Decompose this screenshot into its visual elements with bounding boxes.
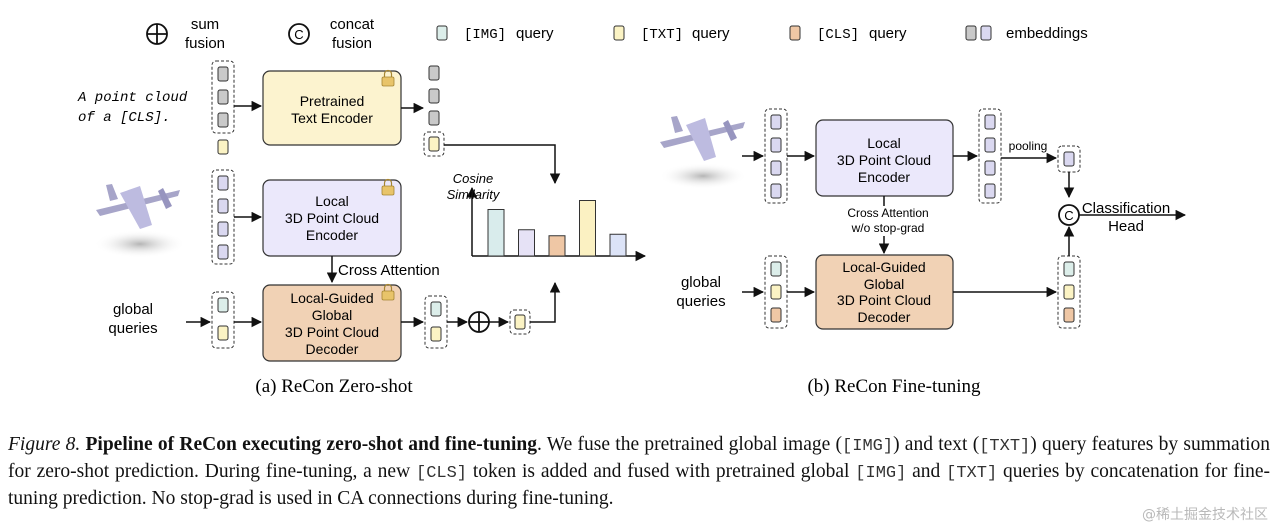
lock-icon	[381, 69, 395, 87]
legend-cls-query: query	[869, 25, 907, 42]
concat-fusion-icon: C	[1058, 204, 1080, 226]
global-queries-b-line2: queries	[676, 293, 725, 310]
sum-fusion-icon	[468, 311, 490, 333]
cross-attention-b-line2: w/o stop-grad	[851, 221, 925, 235]
cosine-bar	[518, 229, 535, 257]
encoder-a-line2: 3D Point Cloud	[285, 210, 379, 226]
embedding-lavender-icon	[980, 25, 992, 41]
pooling-label: pooling	[1009, 139, 1048, 153]
global-queries-a-line2: queries	[108, 320, 157, 337]
legend-cls-tag: [CLS]	[817, 27, 859, 43]
decoder-box-a	[262, 284, 402, 362]
img-token-icon	[436, 25, 448, 41]
global-queries-a-line1: global	[113, 301, 153, 318]
legend-embeddings: embeddings	[1006, 25, 1088, 42]
caption-text-1: . We fuse the pretrained global image (	[537, 434, 843, 455]
encoder-b-line2: 3D Point Cloud	[837, 152, 931, 168]
caption-text-2: ) and text (	[893, 434, 980, 455]
prompt-line2: of a [CLS].	[78, 110, 170, 126]
text-output-tokens	[423, 65, 445, 157]
cross-attention-label-a: Cross Attention	[338, 262, 440, 279]
decoder-b-line4: Decoder	[858, 309, 911, 325]
cosine-label-line2: Similarity	[447, 187, 501, 202]
airplane-point-cloud-image	[94, 184, 186, 258]
pooled-token	[1057, 145, 1081, 173]
cosine-label-line1: Cosine	[453, 171, 493, 186]
classification-head-line2: Head	[1108, 218, 1144, 235]
legend: sum fusion C concat fusion [IMG] query […	[146, 16, 1088, 52]
encoder-a-line3: Encoder	[306, 227, 358, 243]
decoder-a-line1: Local-Guided	[290, 290, 373, 306]
airplane-point-cloud-image	[659, 116, 747, 189]
decoder-output-stack-a	[424, 295, 448, 349]
caption-text-6: queries by concatenation for fine-tuning…	[8, 461, 1270, 509]
caption-text-4: token is added and fused with pretrained…	[467, 461, 856, 482]
cosine-bar	[579, 200, 596, 257]
cosine-bar	[487, 209, 505, 257]
cls-token-icon	[789, 25, 801, 41]
cosine-similarity-chart: Cosine Similarity	[447, 171, 647, 262]
text-token-stack	[211, 60, 235, 155]
classification-head-line1: Classification	[1082, 200, 1170, 217]
caption-text-3: ) query features by summation for zero-s…	[8, 434, 1271, 482]
figure-caption: Figure 8. Pipeline of ReCon executing ze…	[8, 432, 1270, 511]
prompt-line1: A point cloud	[77, 90, 188, 106]
embedding-gray-icon	[965, 25, 977, 41]
cosine-bar	[548, 235, 566, 257]
svg-text:C: C	[294, 27, 303, 42]
decoder-a-line3: 3D Point Cloud	[285, 324, 379, 340]
panel-a: A point cloud of a [CLS]. Pretrained Tex…	[77, 60, 647, 397]
legend-txt-tag: [TXT]	[641, 27, 683, 43]
panel-b-caption: (b) ReCon Fine-tuning	[807, 376, 981, 397]
legend-img-tag: [IMG]	[464, 27, 506, 43]
legend-concat-line2: fusion	[332, 35, 372, 52]
figure-label: Figure 8.	[8, 434, 81, 455]
decoder-b-line1: Local-Guided	[842, 259, 925, 275]
fused-token-a	[509, 309, 531, 335]
global-queries-b-line1: global	[681, 274, 721, 291]
legend-img-query: query	[516, 25, 554, 42]
svg-text:C: C	[1064, 208, 1073, 223]
caption-txt-tag: [TXT]	[979, 437, 1031, 456]
panel-a-caption: (a) ReCon Zero-shot	[255, 376, 413, 397]
encoder-a-line1: Local	[315, 193, 348, 209]
text-encoder-line1: Pretrained	[300, 93, 365, 109]
caption-cls-tag: [CLS]	[416, 464, 468, 483]
decoder-b-line3: 3D Point Cloud	[837, 292, 931, 308]
caption-text-5: and	[906, 461, 947, 482]
cosine-bar	[609, 233, 627, 257]
decoder-a-line2: Global	[312, 307, 352, 323]
decoder-b-line2: Global	[864, 276, 904, 292]
decoder-output-stack-b	[1057, 255, 1081, 329]
lock-icon	[381, 178, 395, 196]
point-token-stack	[211, 169, 235, 265]
recon-pipeline-figure: sum fusion C concat fusion [IMG] query […	[77, 16, 1187, 397]
cosine-bars	[487, 200, 627, 257]
legend-concat-line1: concat	[330, 16, 375, 33]
sum-fusion-icon	[146, 23, 168, 45]
txt-token-icon	[613, 25, 625, 41]
caption-img-tag-2: [IMG]	[855, 464, 907, 483]
encoder-b-line1: Local	[867, 135, 900, 151]
legend-sum-line1: sum	[191, 16, 219, 33]
caption-title: Pipeline of ReCon executing zero-shot an…	[85, 434, 538, 455]
caption-img-tag: [IMG]	[842, 437, 894, 456]
text-encoder-line2: Text Encoder	[291, 110, 373, 126]
encoder-output-stack-b	[978, 108, 1002, 204]
global-query-stack-a	[211, 291, 235, 349]
lock-icon	[381, 283, 395, 301]
panel-b: Local 3D Point Cloud Encoder pooling C C…	[659, 108, 1187, 397]
watermark: @稀土掘金技术社区	[1142, 507, 1268, 523]
legend-txt-query: query	[692, 25, 730, 42]
cross-attention-b-line1: Cross Attention	[847, 206, 928, 220]
caption-txt-tag-2: [TXT]	[946, 464, 998, 483]
global-query-stack-b	[764, 255, 788, 329]
concat-fusion-icon: C	[288, 23, 310, 45]
point-token-stack-b	[764, 108, 788, 204]
encoder-b-line3: Encoder	[858, 169, 910, 185]
legend-sum-line2: fusion	[185, 35, 225, 52]
decoder-a-line4: Decoder	[306, 341, 359, 357]
